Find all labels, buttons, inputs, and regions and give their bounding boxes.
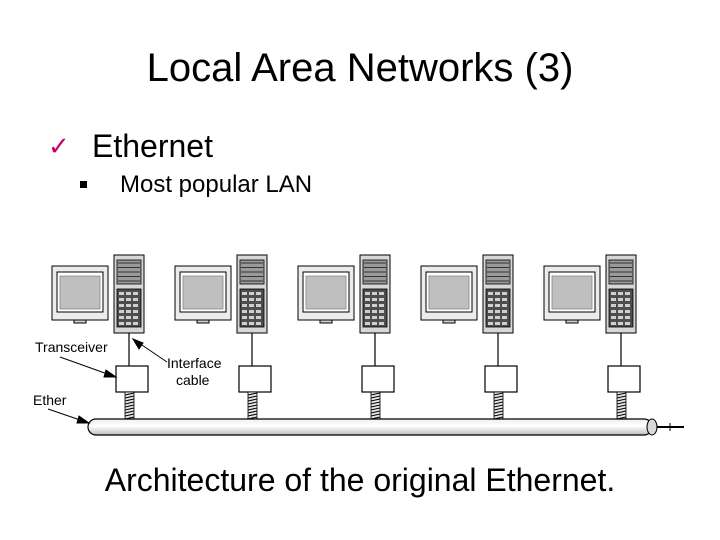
monitor-icon [420, 265, 478, 324]
station-5 [543, 254, 641, 420]
slide-title: Local Area Networks (3) [146, 46, 574, 90]
transceiver-box [115, 365, 149, 393]
transceiver-box [607, 365, 641, 393]
square-bullet-icon [80, 181, 87, 188]
tap-coil [493, 391, 504, 420]
bullet-ethernet-text: Ethernet [92, 128, 213, 164]
server-tower-icon [605, 254, 637, 334]
station-3 [297, 254, 395, 420]
monitor-icon [543, 265, 601, 324]
transceiver-box [361, 365, 395, 393]
transceiver-box [484, 365, 518, 393]
server-tower-icon [236, 254, 268, 334]
tap-coil [370, 391, 381, 420]
station-1 [51, 254, 149, 420]
ether-cable [87, 418, 684, 436]
label-transceiver: Transceiver [35, 339, 108, 355]
checkmark-icon: ✓ [48, 132, 70, 162]
monitor-icon [51, 265, 109, 324]
bullet-most-popular-text: Most popular LAN [120, 171, 313, 198]
figure-caption: Architecture of the original Ethernet. [104, 462, 616, 498]
label-ether: Ether [33, 392, 67, 408]
label-interface-2: cable [176, 372, 210, 388]
server-tower-icon [113, 254, 145, 334]
tap-coil [616, 391, 627, 420]
transceiver-box [238, 365, 272, 393]
tap-coil [124, 391, 135, 420]
arrow-transceiver [59, 356, 114, 377]
monitor-icon [174, 265, 232, 324]
station-4 [420, 254, 518, 420]
tap-coil [247, 391, 258, 420]
label-interface-1: Interface [167, 355, 222, 371]
monitor-icon [297, 265, 355, 324]
server-tower-icon [482, 254, 514, 334]
server-tower-icon [359, 254, 391, 334]
station-2 [174, 254, 272, 420]
